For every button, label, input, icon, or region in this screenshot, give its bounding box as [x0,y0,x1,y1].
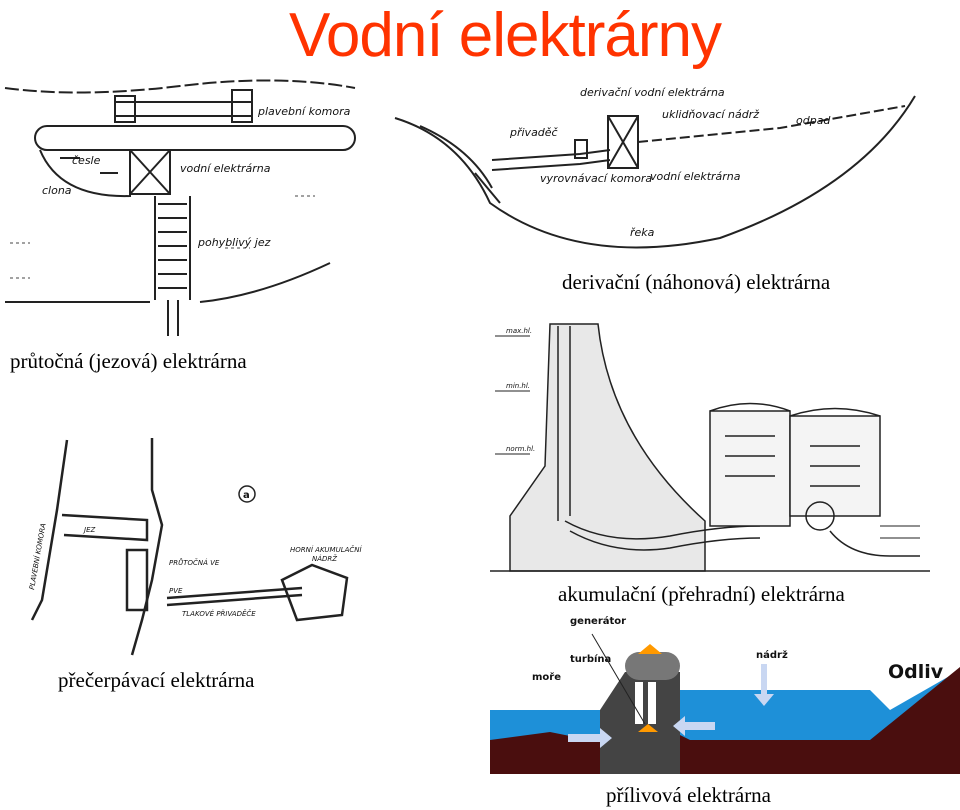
label-min-hl: min.hl. [506,382,530,390]
label-marker-a: a [243,490,250,501]
label-privadec: přivaděč [509,126,559,139]
caption-diversion: derivační (náhonová) elektrárna [562,270,831,294]
label-uklidnovaci-nadrz: uklidňovací nádrž [662,108,759,121]
label-plavebni-komora: plavební komora [257,105,351,118]
label-horni-nadrz-1: HORNÍ AKUMULAČNÍ [290,545,363,554]
page-title: Vodní elektrárny [288,1,722,70]
label-odliv: Odliv [888,661,944,683]
label-pohyblivy-jez: pohyblivý jez [197,236,271,249]
label-turbina: turbína [570,653,611,665]
label-horni-nadrz-2: NÁDRŽ [312,554,337,563]
pumped-diagram: a PLAVEBNÍ KOMORA JEZ PRŮTOČNÁ VE HORNÍ … [27,438,363,656]
caption-pumped: přečerpávací elektrárna [58,668,255,692]
label-vyrovnavaci-komora: vyrovnávací komora [540,172,652,185]
label-norm-hl: norm.hl. [506,445,535,453]
caption-run-of-river: průtočná (jezová) elektrárna [10,349,247,373]
caption-tidal: přílivová elektrárna [606,783,772,807]
label-generator: generátor [570,615,626,627]
storage-diagram: max.hl. min.hl. norm.hl. [490,323,930,572]
label-prutocna-ve: PRŮTOČNÁ VE [169,558,220,567]
label-tlakove-privadece: TLAKOVÉ PŘIVADĚČE [182,609,256,618]
label-more: moře [532,671,561,683]
label-vodni-elektrarna: vodní elektrárna [650,170,741,183]
label-cesle: česle [72,154,101,167]
run-of-river-diagram: plavební komora česle clona vodní elektr… [4,79,356,336]
label-vodni-elektrarna: vodní elektrárna [180,162,271,175]
label-odpad: odpad [796,114,831,127]
label-nadrz: nádrž [756,649,788,661]
label-max-hl: max.hl. [506,327,532,335]
diversion-diagram: derivační vodní elektrárna přivaděč ukli… [394,86,916,249]
tidal-diagram: generátor turbína moře nádrž Odliv [490,612,960,774]
label-reka: řeka [630,226,655,239]
label-clona: clona [42,184,72,197]
label-derivacni-vodni-elektrarna: derivační vodní elektrárna [580,86,725,99]
caption-storage: akumulační (přehradní) elektrárna [558,582,845,606]
label-pve: PVE [169,587,183,595]
label-jez: JEZ [82,526,95,534]
